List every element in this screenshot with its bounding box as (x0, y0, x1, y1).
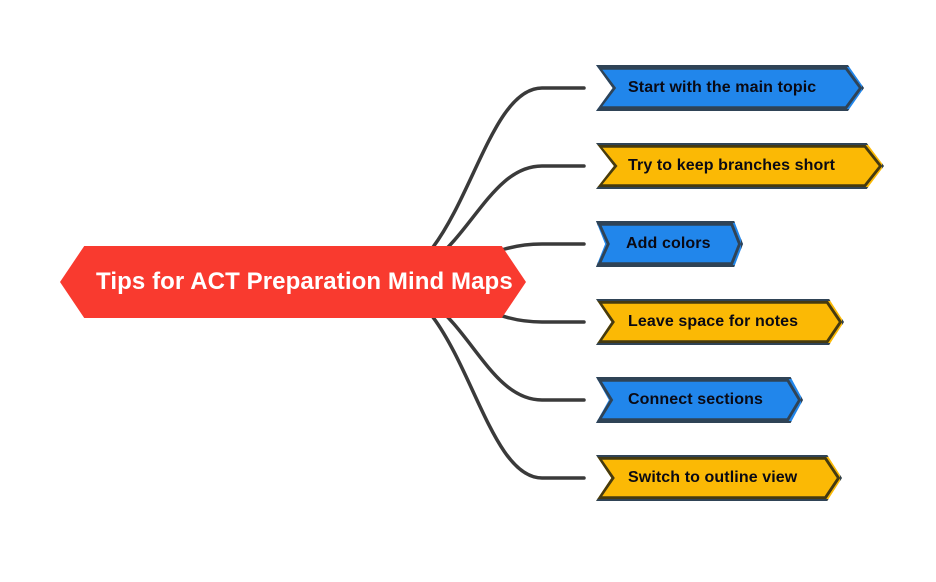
branch-node-label: Leave space for notes (628, 313, 799, 330)
branch-node-label: Switch to outline view (628, 469, 798, 486)
branch-node-start-with-the-main-topic[interactable]: Start with the main topic (596, 65, 864, 111)
root-node-label: Tips for ACT Preparation Mind Maps (96, 268, 513, 295)
branch-node-leave-space-for-notes[interactable]: Leave space for notes (596, 299, 844, 345)
branch-node-connect-sections[interactable]: Connect sections (596, 377, 803, 423)
branch-node-switch-to-outline-view[interactable]: Switch to outline view (596, 455, 842, 501)
branch-node-try-to-keep-branches-short[interactable]: Try to keep branches short (596, 143, 884, 189)
branch-node-label: Connect sections (628, 391, 763, 408)
branch-node-label: Start with the main topic (628, 79, 817, 96)
branch-node-label: Try to keep branches short (628, 157, 836, 174)
root-node[interactable]: Tips for ACT Preparation Mind Maps (60, 246, 526, 318)
branch-node-label: Add colors (626, 235, 711, 252)
branch-node-add-colors[interactable]: Add colors (596, 221, 743, 267)
